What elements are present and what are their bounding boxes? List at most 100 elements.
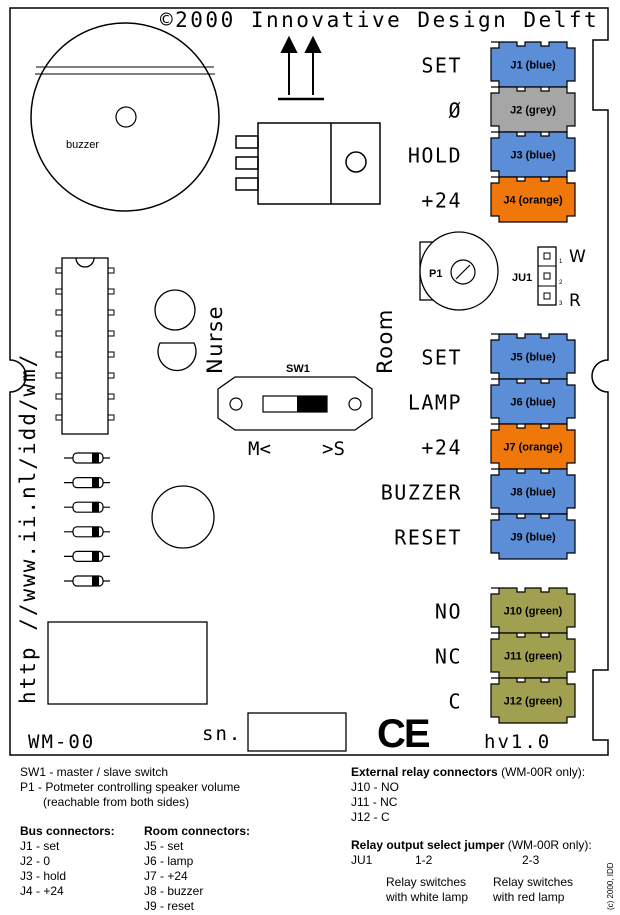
resistor bbox=[64, 452, 110, 464]
ic-pin bbox=[107, 288, 115, 295]
serial-box bbox=[247, 712, 347, 752]
side-copyright: (c) 2000, IDD bbox=[606, 862, 615, 910]
room-connector-3: J7 (orange) +24 bbox=[421, 423, 576, 470]
nurse-label: Nurse bbox=[203, 305, 227, 374]
legend-left: SW1 - master / slave switch P1 - Potmete… bbox=[20, 765, 240, 810]
legend-room-title: Room connectors: bbox=[144, 824, 251, 838]
ic-pin bbox=[55, 330, 63, 337]
connector-signal: Ø bbox=[448, 99, 462, 123]
connector-signal: BUZZER bbox=[381, 481, 462, 505]
jumper-w-label: W bbox=[569, 247, 586, 267]
pcb-outline bbox=[9, 7, 609, 756]
model-text: WM-00 bbox=[28, 731, 95, 753]
connector-signal: SET bbox=[421, 54, 462, 78]
connector-label: J12 (green) bbox=[504, 696, 563, 708]
legend-opt2-line1: Relay switches bbox=[493, 875, 574, 889]
legend-jumper-name: JU1 bbox=[351, 853, 373, 867]
legend-room-item: J7 - +24 bbox=[144, 869, 188, 883]
serial-label: sn. bbox=[202, 723, 242, 745]
connector-body bbox=[490, 86, 576, 133]
connector-signal: RESET bbox=[394, 526, 462, 550]
switch-label: SW1 bbox=[286, 363, 310, 375]
resistor-array bbox=[64, 452, 110, 587]
connector-label: J4 (orange) bbox=[503, 195, 563, 207]
legend-bus-item: J4 - +24 bbox=[20, 884, 64, 898]
legend-opt1-line1: Relay switches bbox=[386, 875, 467, 889]
legend-room-item: J8 - buzzer bbox=[144, 884, 204, 898]
buzzer-label: buzzer bbox=[66, 139, 99, 151]
room-connector-1: J5 (blue)SET bbox=[421, 333, 576, 380]
heat-arrows-icon bbox=[278, 35, 324, 101]
connector-label: J10 (green) bbox=[504, 606, 563, 618]
connector-label: J3 (blue) bbox=[510, 150, 556, 162]
legend-bus: Bus connectors: J1 - set J2 - 0 J3 - hol… bbox=[20, 824, 115, 899]
connector-body bbox=[490, 41, 576, 88]
jumper-pin-2: 2 bbox=[559, 280, 563, 286]
connector-body bbox=[490, 632, 576, 679]
relay-connector-1: J10 (green)NO bbox=[435, 587, 576, 634]
ic-pin bbox=[55, 351, 63, 358]
connector-body bbox=[490, 131, 576, 178]
pot-label: P1 bbox=[429, 268, 442, 280]
legend-jumper-opt2: 2-3 bbox=[522, 853, 540, 867]
connector-signal: C bbox=[448, 690, 462, 714]
room-label: Room bbox=[373, 308, 397, 374]
legend-relay-item: J11 - NC bbox=[351, 795, 398, 809]
connector-label: J1 (blue) bbox=[510, 60, 556, 72]
ic-pin bbox=[107, 372, 115, 379]
legend-p1-note: (reachable from both sides) bbox=[43, 795, 190, 809]
connector-body bbox=[490, 176, 576, 223]
legend-room-item: J6 - lamp bbox=[144, 854, 194, 868]
connector-signal: +24 bbox=[421, 189, 462, 213]
version-text: hv1.0 bbox=[484, 731, 551, 753]
resistor bbox=[64, 575, 110, 587]
connector-label: J8 (blue) bbox=[510, 487, 556, 499]
legend-sw1: SW1 - master / slave switch bbox=[20, 765, 169, 779]
legend-bus-item: J3 - hold bbox=[20, 869, 67, 883]
legend-relay-item: J10 - NO bbox=[351, 780, 400, 794]
resistor bbox=[64, 526, 110, 538]
jumper-label: JU1 bbox=[512, 272, 532, 284]
jumper-r-label: R bbox=[569, 291, 581, 311]
legend-relay-title: External relay connectors bbox=[351, 765, 498, 779]
legend-jumper-note: (WM-00R only): bbox=[504, 838, 592, 852]
ic-pin bbox=[55, 267, 63, 274]
relay-connector-2: J11 (green)NC bbox=[435, 632, 576, 679]
copyright-text: ©2000 Innovative Design Delft bbox=[160, 8, 599, 32]
connector-signal: NC bbox=[435, 645, 462, 669]
ic-pin bbox=[107, 330, 115, 337]
legend-room-item: J9 - reset bbox=[144, 899, 195, 913]
room-connector-4: J8 (blue) BUZZER bbox=[381, 468, 576, 515]
relay-footprint bbox=[47, 621, 208, 705]
room-connector-2: J6 (blue) LAMP bbox=[408, 378, 576, 425]
connector-body bbox=[490, 677, 576, 724]
ic-pin bbox=[55, 372, 63, 379]
connector-label: J6 (blue) bbox=[510, 397, 556, 409]
ic-pin bbox=[107, 393, 115, 400]
bus-connector-3: J3 (blue)HOLD bbox=[408, 131, 576, 178]
jumper-ju1: JU1 1 2 3 W R bbox=[512, 246, 586, 311]
connector-body bbox=[490, 333, 576, 380]
legend-relay-item: J12 - C bbox=[351, 810, 390, 824]
connector-signal: LAMP bbox=[408, 391, 462, 415]
ic-chip bbox=[55, 257, 115, 435]
legend-relay: External relay connectors (WM-00R only):… bbox=[351, 765, 585, 825]
resistor bbox=[64, 501, 110, 513]
switch-left-label: M< bbox=[248, 438, 271, 460]
buzzer-component: buzzer bbox=[30, 22, 220, 212]
ic-pin bbox=[107, 267, 115, 274]
url-text: http //www.ii.nl/idd/wm/ bbox=[16, 353, 40, 704]
ic-pin bbox=[55, 414, 63, 421]
connector-body bbox=[490, 587, 576, 634]
connector-label: J7 (orange) bbox=[503, 442, 563, 454]
connector-signal: +24 bbox=[421, 436, 462, 460]
resistor bbox=[64, 477, 110, 489]
relay-connector-3: J12 (green) C bbox=[448, 677, 576, 724]
voltage-regulator bbox=[235, 122, 381, 205]
switch-right-label: >S bbox=[322, 438, 345, 460]
legend-opt2-desc: Relay switches with red lamp bbox=[493, 875, 573, 905]
legend-bus-item: J2 - 0 bbox=[20, 854, 51, 868]
legend-jumper-opt1: 1-2 bbox=[415, 853, 433, 867]
room-connector-5: J9 (blue)RESET bbox=[394, 513, 576, 560]
